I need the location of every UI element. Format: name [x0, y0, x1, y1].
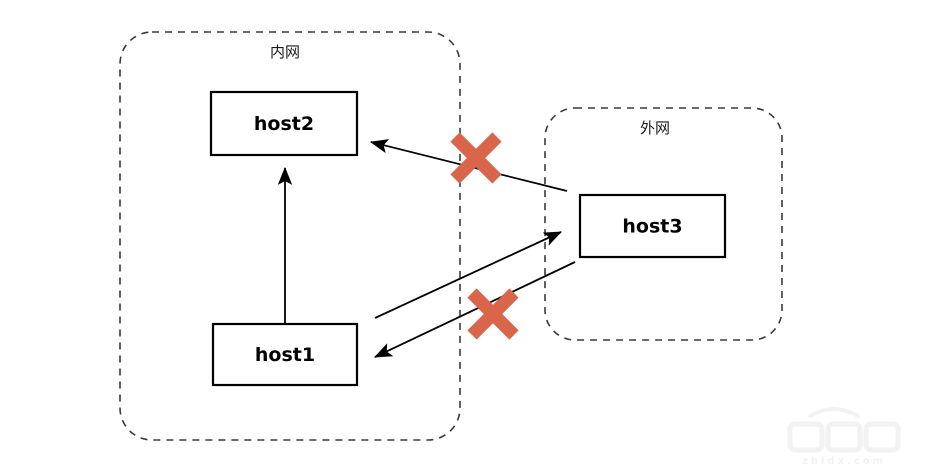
zone-intranet-label: 内网: [270, 43, 300, 61]
host-box-host3[interactable]: host3: [578, 193, 727, 259]
block-marker-bottom: [467, 288, 519, 340]
zone-extranet[interactable]: 外网: [544, 107, 783, 341]
host1-label: host1: [255, 344, 315, 366]
zone-extranet-label: 外网: [640, 119, 670, 137]
host1-rect: [211, 322, 359, 387]
host2-rect: [209, 90, 359, 157]
host2-label: host2: [254, 113, 314, 135]
zone-intranet[interactable]: 内网: [119, 31, 461, 441]
connection-host3-to-host1[interactable]: [374, 261, 576, 358]
host-box-host2[interactable]: host2: [209, 90, 359, 157]
watermark: zhidx.com: [787, 407, 901, 467]
connection-host1-to-host3[interactable]: [374, 231, 562, 319]
watermark-logo-icon: [787, 407, 901, 453]
host3-label: host3: [622, 216, 682, 238]
watermark-url-text: zhidx.com: [802, 456, 886, 467]
cross-icon-stroke-b: [450, 132, 502, 184]
block-marker-top: [450, 132, 502, 184]
host-box-host1[interactable]: host1: [211, 322, 359, 387]
host3-rect: [578, 193, 727, 259]
zone-intranet-border: [119, 31, 461, 441]
cross-icon-stroke-b: [467, 288, 519, 340]
